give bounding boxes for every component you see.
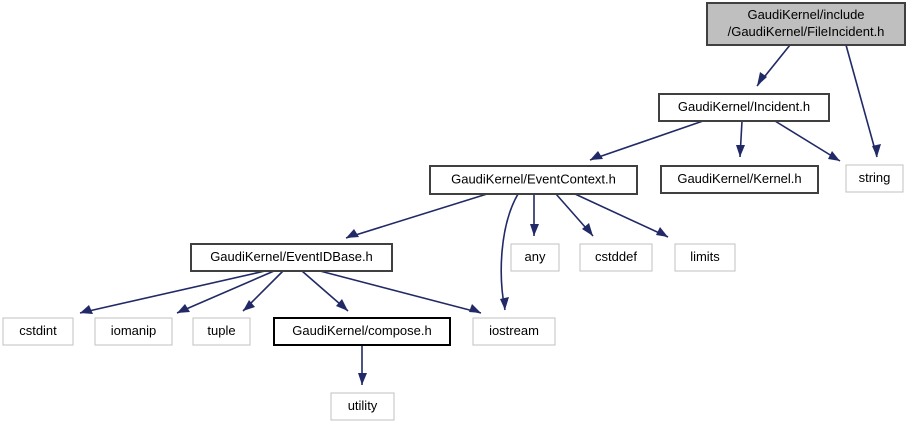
node-tuple[interactable]: tuple xyxy=(192,317,251,346)
arrowhead-icon xyxy=(469,304,481,313)
node-cstdint[interactable]: cstdint xyxy=(2,317,74,346)
node-compose[interactable]: GaudiKernel/compose.h xyxy=(273,317,451,346)
edge-eventidbase-to-cstdint xyxy=(79,270,266,314)
node-box-compose[interactable] xyxy=(273,317,451,346)
node-box-fileincident[interactable] xyxy=(706,2,906,46)
node-box-eventcontext[interactable] xyxy=(429,165,638,195)
node-iostream[interactable]: iostream xyxy=(472,317,556,346)
edge-compose-to-utility xyxy=(358,345,367,385)
edge-line xyxy=(345,193,488,239)
arrowhead-icon xyxy=(243,300,255,311)
arrowhead-icon xyxy=(590,151,603,160)
node-box-tuple[interactable] xyxy=(192,317,251,346)
edge-line xyxy=(574,193,669,238)
edge-line xyxy=(176,270,275,314)
node-utility[interactable]: utility xyxy=(330,392,395,421)
node-cstddef[interactable]: cstddef xyxy=(579,243,653,272)
edge-line xyxy=(319,270,482,314)
node-fileincident[interactable]: GaudiKernel/include/GaudiKernel/FileInci… xyxy=(706,2,906,46)
edge-incident-to-string xyxy=(774,120,841,162)
node-box-iomanip[interactable] xyxy=(94,317,173,346)
arrowhead-icon xyxy=(346,229,359,238)
node-box-any[interactable] xyxy=(510,243,560,272)
arrowhead-icon xyxy=(177,304,190,313)
edge-eventidbase-to-iomanip xyxy=(176,270,275,314)
node-box-kernel[interactable] xyxy=(660,165,819,194)
node-any[interactable]: any xyxy=(510,243,560,272)
arrowhead-icon xyxy=(336,299,348,311)
edge-eventidbase-to-tuple xyxy=(242,270,284,312)
edge-line xyxy=(589,120,704,161)
edge-eventidbase-to-iostream xyxy=(319,270,482,314)
node-box-iostream[interactable] xyxy=(472,317,556,346)
arrowhead-icon xyxy=(872,144,881,157)
node-eventidbase[interactable]: GaudiKernel/EventIDBase.h xyxy=(190,243,393,272)
arrowhead-icon xyxy=(530,224,539,236)
edge-line xyxy=(79,270,266,314)
arrowhead-icon xyxy=(582,223,593,236)
edge-line xyxy=(774,120,841,162)
arrowhead-icon xyxy=(757,72,767,86)
edge-eventcontext-to-any xyxy=(530,194,539,236)
edge-eventcontext-to-iostream xyxy=(500,193,519,311)
edges-layer xyxy=(79,44,881,385)
node-box-incident[interactable] xyxy=(658,93,830,122)
node-box-cstddef[interactable] xyxy=(579,243,653,272)
node-box-utility[interactable] xyxy=(330,392,395,421)
edge-eventcontext-to-eventidbase xyxy=(345,193,488,239)
node-limits[interactable]: limits xyxy=(674,243,736,272)
arrowhead-icon xyxy=(656,227,668,237)
arrowhead-icon xyxy=(828,151,840,161)
node-iomanip[interactable]: iomanip xyxy=(94,317,173,346)
node-box-string[interactable] xyxy=(845,164,904,193)
node-box-eventidbase[interactable] xyxy=(190,243,393,272)
edge-eventidbase-to-compose xyxy=(301,270,349,312)
node-string[interactable]: string xyxy=(845,164,904,193)
node-kernel[interactable]: GaudiKernel/Kernel.h xyxy=(660,165,819,194)
node-eventcontext[interactable]: GaudiKernel/EventContext.h xyxy=(429,165,638,195)
edge-fileincident-to-incident xyxy=(756,44,791,87)
edge-line xyxy=(500,193,519,311)
arrowhead-icon xyxy=(358,373,367,385)
node-box-limits[interactable] xyxy=(674,243,736,272)
edge-eventcontext-to-limits xyxy=(574,193,669,238)
arrowhead-icon xyxy=(736,145,745,157)
node-box-cstdint[interactable] xyxy=(2,317,74,346)
arrowhead-icon xyxy=(500,297,509,310)
edge-line xyxy=(845,44,878,158)
edge-incident-to-kernel xyxy=(736,120,745,158)
edge-incident-to-eventcontext xyxy=(589,120,704,161)
edge-eventcontext-to-cstddef xyxy=(555,193,594,237)
edge-fileincident-to-string xyxy=(845,44,881,158)
node-incident[interactable]: GaudiKernel/Incident.h xyxy=(658,93,830,122)
arrowhead-icon xyxy=(80,305,93,314)
